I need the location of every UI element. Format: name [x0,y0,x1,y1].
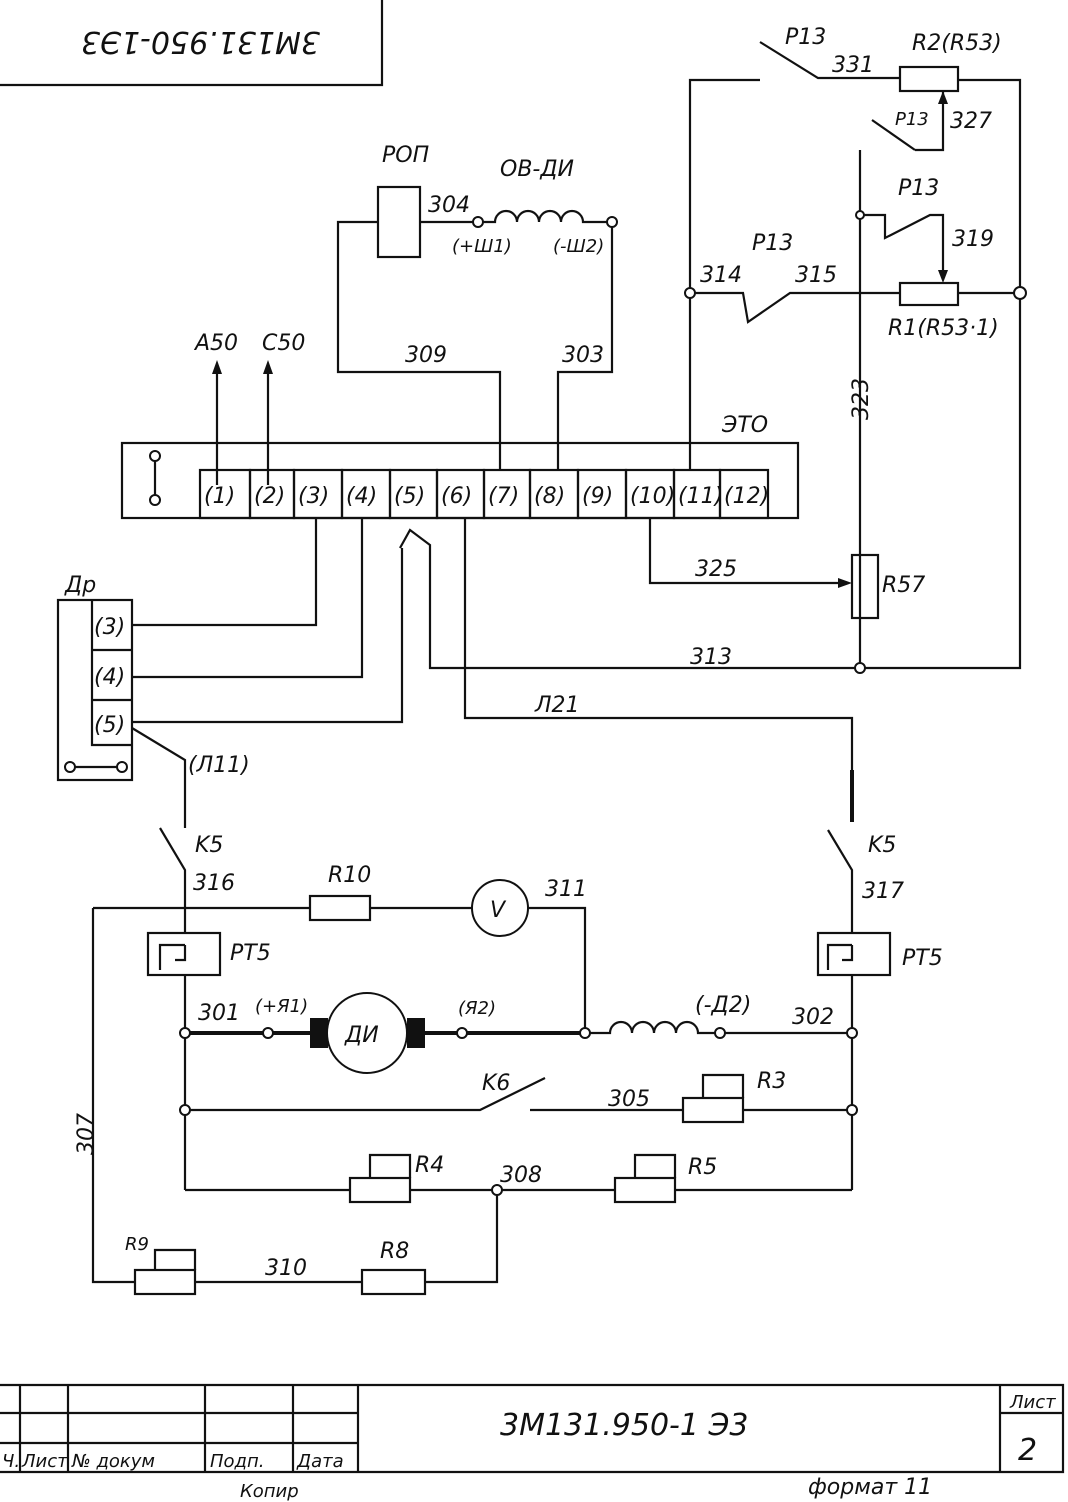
w313-label: 313 [690,645,732,670]
right-circuit: P13 331 R2(R53) P13 327 P13 319 P13 314 … [399,25,1027,674]
2-label: (5) [94,713,125,738]
k6-label: K6 [482,1071,510,1096]
w317-label: 317 [862,879,904,904]
terminal-label: (2) [254,484,285,509]
sheet-number-label: 2 [1018,1433,1037,1468]
w309-label: 309 [405,343,447,368]
wire-dr3 [132,518,318,627]
v-label: V [490,898,507,923]
rop-relay: РОП [376,143,429,259]
1-label: Лист [21,1451,68,1472]
terminal-block-eto: ЭТО (1) (2) (3) (4) (5) (6) (7) (8) (9) (10)(11)(… [120,413,800,520]
2-label: № докум [71,1451,155,1472]
wire-dr5 [132,548,404,724]
r9-label: R9 [125,1234,149,1255]
wire-dr4 [132,518,364,679]
w311-label: 311 [545,877,587,902]
1-label: (4) [94,665,125,690]
terminal-label: (11) [678,484,723,509]
w323-label: 323 [849,378,874,420]
wire-l21 [463,518,854,770]
ov-di-field-winding: ОВ-ДИ 304 (+Ш1) (-Ш2) [420,157,618,257]
motor-label: ДИ [344,1023,379,1048]
p13-a-label: P13 [785,25,826,50]
terminal-label: (7) [488,484,519,509]
sheet-label-label: Лист [1009,1392,1056,1413]
ya2-label: (Я2) [458,998,496,1019]
p13-d-label: P13 [752,231,793,256]
a50-label: A50 [193,331,238,356]
p13-c-label: P13 [898,176,939,201]
w307-label: 307 [74,1113,99,1155]
w327-label: 327 [950,109,992,134]
0-label: (3) [94,615,125,640]
rop-label: РОП [382,143,429,168]
switch-symbol [149,450,161,506]
w315-label: 315 [795,263,837,288]
w308-label: 308 [500,1163,542,1188]
terminal-label: (5) [394,484,425,509]
w319-label: 319 [952,227,994,252]
c50-output: C50 [262,331,305,485]
copied-label: Копир [240,1481,299,1502]
ya1-label: (+Я1) [255,996,308,1017]
w304-label: 304 [428,193,470,218]
terminal-label: (8) [534,484,565,509]
p13-b-label: P13 [895,109,929,130]
l21-label: Л21 [534,693,580,718]
a50-output: A50 [193,331,238,485]
terminal-label: (9) [582,484,613,509]
sh2-label: (-Ш2) [553,236,604,257]
terminal-label: (6) [441,484,472,509]
eto-label: ЭТО [721,413,768,438]
d2-label: (-Д2) [695,993,751,1018]
w302-label: 302 [792,1005,834,1030]
r3-label: R3 [757,1069,786,1094]
wire-l11 [131,727,187,828]
motor-circuit: K5 316 K5 317 PT5 PT5 V R10 311 ДИ 301 (… [74,827,943,1296]
r10-label: R10 [328,863,371,888]
w310-label: 310 [265,1256,307,1281]
terminal-12 [718,468,770,520]
pt5-left-label: PT5 [230,941,271,966]
w305-label: 305 [608,1087,650,1112]
terminal-label: (1) [204,484,235,509]
drawing-designation: 3М131.950-1 Э3 [500,1408,749,1443]
terminal-label: (12) [724,484,769,509]
r8-label: R8 [380,1239,409,1264]
k5-left-label: K5 [195,833,223,858]
l11-label: (Л11) [188,753,250,778]
w301-label: 301 [198,1001,240,1026]
4-label: Дата [296,1451,344,1472]
stamp-text: 3М131.950-1Э3 [81,24,320,59]
title-block: Ч. Лист № докум Подп. Дата 3М131.950-1 Э… [0,1383,1065,1502]
stamp-box: 3М131.950-1Э3 [0,0,384,87]
pt5-right-label: PT5 [902,946,943,971]
ov-di-label: ОВ-ДИ [500,157,574,182]
name-label: Др [64,573,96,598]
format-label: формат 11 [808,1475,932,1500]
choke-dr: Др (3) (4) (5) [56,573,134,782]
terminal-label: (4) [346,484,377,509]
r1-label: R1(R53·1) [888,316,999,341]
3-label: Подп. [210,1451,264,1472]
wire-303 [556,227,614,470]
r5-label: R5 [688,1155,717,1180]
r57-label: R57 [882,573,925,598]
r4-label: R4 [415,1153,444,1178]
w331-label: 331 [832,53,874,78]
0-label: Ч. [2,1451,20,1472]
w316-label: 316 [193,871,235,896]
terminal-label: (3) [298,484,329,509]
c50-label: C50 [262,331,305,356]
sh1-label: (+Ш1) [452,236,512,257]
r2-label: R2(R53) [912,31,1002,56]
terminal-label: (10) [630,484,675,509]
w325-label: 325 [695,557,737,582]
wire-309 [336,220,502,470]
w314-label: 314 [700,263,742,288]
k5-right-label: K5 [868,833,896,858]
w303-label: 303 [562,343,604,368]
